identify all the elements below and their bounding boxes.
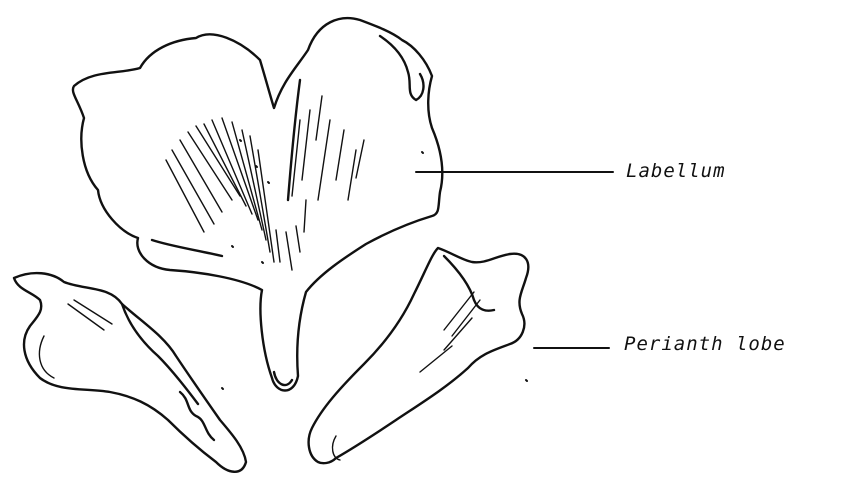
right-lobe-dots: [222, 380, 527, 389]
left-lobe-veins: [39, 300, 112, 378]
left-lobe-edge-detail: [122, 304, 198, 404]
labellum-label: Labellum: [626, 160, 726, 182]
left-perianth-lobe: [14, 273, 246, 472]
left-lobe-wavy-edge: [180, 392, 214, 440]
right-perianth-lobe: [309, 248, 529, 463]
right-lobe-edge-detail: [444, 256, 494, 311]
labellum-edge-detail: [380, 36, 423, 100]
labellum-veins: [166, 96, 364, 270]
perianth-lobe-label: Perianth lobe: [624, 333, 786, 355]
labellum-tip-shade: [274, 372, 292, 385]
labellum-fold-2: [152, 240, 222, 256]
